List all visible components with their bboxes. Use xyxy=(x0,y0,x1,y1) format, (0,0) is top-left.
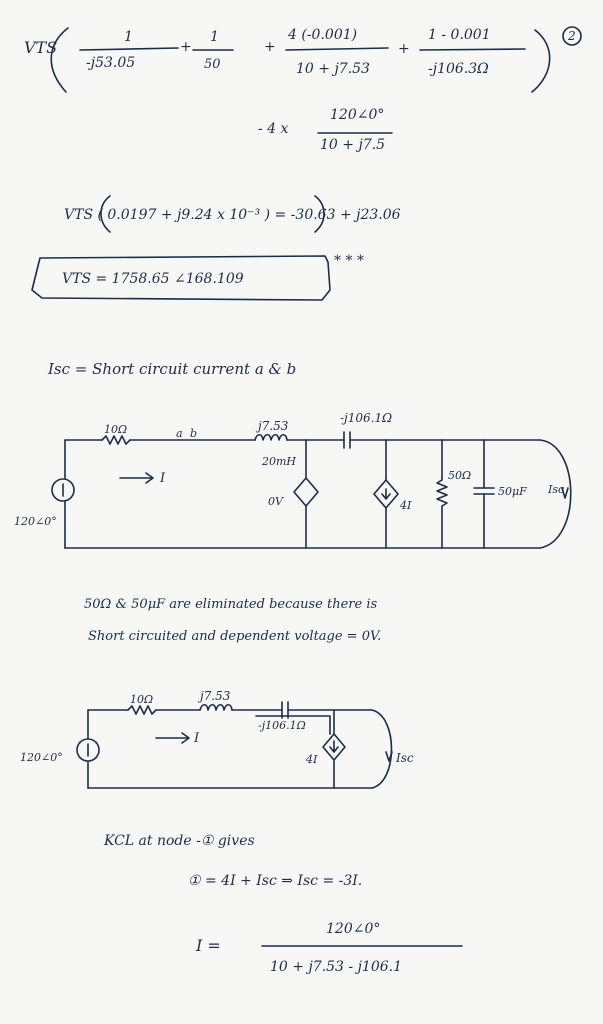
eq1-frac1-bar xyxy=(79,47,179,51)
eq1-t4-den: -j106.3Ω xyxy=(428,61,489,77)
eq1-plus2: + xyxy=(264,39,276,55)
isc-definition: Isc = Short circuit current a & b xyxy=(48,360,297,378)
eq1-right-paren xyxy=(531,29,551,93)
c1-node-b: b xyxy=(190,427,198,440)
eq1-left-paren xyxy=(50,27,69,93)
kcl-line-1: KCL at node -① gives xyxy=(104,833,255,849)
final-den: 10 + j7.53 - j106.1 xyxy=(270,959,403,975)
note-line-1: 50Ω & 50μF are eliminated because there … xyxy=(84,597,378,612)
c2-inductor-label: j7.53 xyxy=(200,689,231,703)
c1-r2-label: 50Ω xyxy=(448,469,472,482)
note-line-2: Short circuited and dependent voltage = … xyxy=(88,629,382,644)
circuit-1-wiring xyxy=(51,431,572,549)
circuit-2-wiring xyxy=(76,701,393,789)
answer-box xyxy=(31,255,331,301)
c1-r1-label: 10Ω xyxy=(104,423,128,436)
eq1-frac4-bar xyxy=(419,48,526,51)
c2-dep-i-label: 4I xyxy=(306,753,318,766)
kcl-line-2: ① = 4I + Isc ⇒ Isc = -3I. xyxy=(188,873,363,889)
eq1-lhs: VTS xyxy=(24,38,58,57)
eq3: VTS ( 0.0197 + j9.24 x 10⁻³ ) = -30.63 +… xyxy=(64,207,401,223)
final-num: 120∠0° xyxy=(326,921,381,937)
eq2-prefix: - 4 x xyxy=(258,121,289,137)
eq1-t1-den: -j53.05 xyxy=(86,55,136,71)
eq3-left-paren xyxy=(100,195,111,233)
eq3-right-paren xyxy=(314,195,325,233)
c1-isc-label: Isc xyxy=(548,483,565,496)
eq1-frac3-bar xyxy=(285,47,389,51)
page-number-circle xyxy=(562,26,582,46)
eq1-t4-num: 1 - 0.001 xyxy=(428,27,491,43)
eq1-t3-den: 10 + j7.53 xyxy=(296,61,370,77)
c1-dep-v-label: 0V xyxy=(268,495,283,508)
answer-stars: * * * xyxy=(334,253,364,269)
eq1-t3-num: 4 (-0.001) xyxy=(288,27,358,43)
c1-current-label: I xyxy=(160,471,166,486)
c2-r1-label: 10Ω xyxy=(130,693,154,706)
eq2-den: 10 + j7.5 xyxy=(320,137,386,153)
eq1-t2-den: 50 xyxy=(204,57,221,72)
c1-dep-i-label: 4I xyxy=(400,499,412,512)
eq1-t1-num: 1 xyxy=(124,29,133,45)
page-number: 2 xyxy=(568,29,576,43)
c1-inductor-label: j7.53 xyxy=(258,419,289,433)
c1-node-a: a xyxy=(176,427,183,440)
c2-cap-label: -j106.1Ω xyxy=(258,719,306,732)
c2-current-label: I xyxy=(194,731,200,746)
eq1-plus3: + xyxy=(398,41,410,57)
c1-c2-label: 50μF xyxy=(498,485,527,498)
c1-cap-label: -j106.1Ω xyxy=(340,411,393,425)
c1-source-label: 120∠0° xyxy=(14,515,57,528)
c1-inductor-sub: 20mH xyxy=(262,455,297,468)
c2-isc-label: Isc xyxy=(396,751,414,765)
final-lhs: I = xyxy=(196,936,221,955)
boxed-answer: VTS = 1758.65 ∠168.109 xyxy=(62,271,244,287)
eq1-t2-num: 1 xyxy=(210,29,219,45)
eq2-num: 120∠0° xyxy=(330,107,385,123)
eq1-plus1: + xyxy=(180,39,192,55)
c2-source-label: 120∠0° xyxy=(20,751,63,764)
